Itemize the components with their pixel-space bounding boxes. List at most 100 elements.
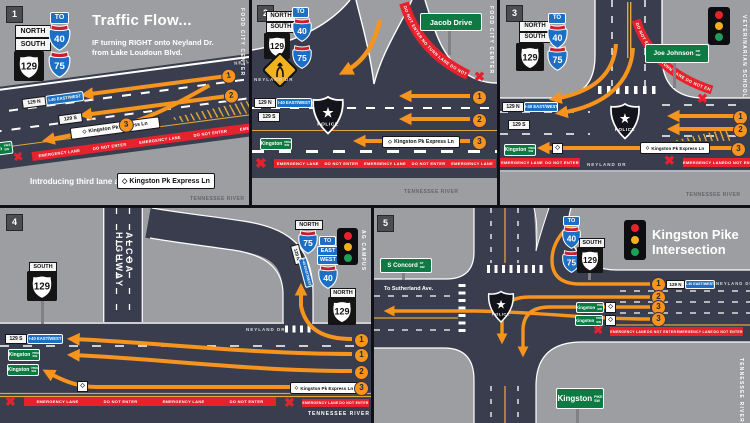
route-badge-3: 3 <box>651 312 666 327</box>
river-label: TENNESSEE RIVER <box>190 196 245 202</box>
emergency-lane-strip: EMERGENCY LANE DO NOT ENTER EMERGENCY LA… <box>24 397 276 406</box>
sign-post <box>673 60 676 88</box>
panel-number: 1 <box>6 6 23 23</box>
sign-post <box>588 272 591 280</box>
edge-label-food-city-center: FOOD CITY CENTER <box>488 6 494 75</box>
svg-text:75: 75 <box>303 238 313 248</box>
lane-sign-129n: 129 N <box>502 102 524 112</box>
panel-title-line2: Intersection <box>652 242 726 257</box>
merge-arrows-glyph <box>276 62 284 78</box>
i-40-shield: 40 <box>562 226 581 249</box>
kingston-pike-sign-large: Kingston PIKE SW <box>556 388 604 409</box>
sign-post <box>448 27 451 55</box>
route-badge-3: 3 <box>354 381 369 396</box>
route-badge-3: 3 <box>472 135 487 150</box>
s-concord-sign: S Concord ST SW <box>380 258 432 273</box>
no-entry-x-icon: ✖ <box>474 69 485 84</box>
kingston-label: Kingston <box>0 145 3 155</box>
svg-text:129: 129 <box>522 52 537 62</box>
svg-text:75: 75 <box>54 61 65 72</box>
kingston-label: Kingston <box>575 318 595 323</box>
kingston-pike-sign: Kingston PIKE SW <box>8 349 40 361</box>
svg-text:129: 129 <box>583 255 597 265</box>
star-icon: ★ <box>496 298 507 312</box>
kingston-label: Kingston <box>504 147 527 153</box>
street-suffix: ST SW <box>419 261 425 269</box>
us-129-shield: 129 <box>27 271 57 301</box>
us-129-shield: 129 <box>328 297 356 325</box>
neyland-road-band: NEYLAND DR 1 2 3 129 N I-40 EAST/WEST 12… <box>0 49 249 173</box>
do-not-enter-text: DO NOT ENTER <box>103 399 138 404</box>
police-badge: ★ POLICE <box>487 290 515 324</box>
route-badge-3: 3 <box>731 142 746 157</box>
river-label: TENNESSEE RIVER <box>308 411 370 417</box>
panel-2: DO NOT ENTER NO TURN LANE DO NOT ENTER 1… <box>252 0 497 205</box>
do-not-enter-text: DO NOT ENTER <box>229 399 264 404</box>
svg-text:40: 40 <box>323 273 333 283</box>
street-suffix: DR SW <box>695 49 701 57</box>
traffic-light-icon <box>708 7 730 45</box>
svg-text:40: 40 <box>297 26 307 36</box>
to-banner: TO <box>563 216 580 226</box>
street-name: S Concord <box>387 262 418 269</box>
emergency-lane-strip: EMERGENCY LANE DO NOT ENTER <box>500 158 580 167</box>
panel-number: 4 <box>6 214 23 231</box>
kingston-suffix: PIKE SW <box>3 142 12 152</box>
emergency-lane-text: EMERGENCY LANE <box>501 160 543 165</box>
hov-diamond-icon: ◇ <box>122 178 128 185</box>
lane-sign-i40-eastwest: I-40 EAST/WEST <box>524 102 558 112</box>
i-75-shield: 75 <box>48 51 71 78</box>
lane-sign-129s: 129 S <box>508 120 530 130</box>
edge-label-food-city-center: FOOD CITY CENTER <box>239 8 245 77</box>
route-badge-2: 2 <box>472 113 487 128</box>
panel-subtitle-line2: from Lake Loudoun Blvd. <box>92 48 183 57</box>
express-lane-label: Kingston Pk Express Ln <box>651 145 705 151</box>
kingston-pike-sign: Kingston PIKE SW <box>576 302 604 313</box>
emergency-lane-text: EMERGENCY LANE <box>451 161 494 166</box>
do-not-enter-text: DO NOT ENTER <box>646 329 677 334</box>
hov-diamond-icon: ◇ <box>645 145 650 150</box>
to-banner: TO <box>548 13 566 24</box>
us-129-shield: 129 <box>516 43 544 71</box>
do-not-enter-text: DO NOT ENTER <box>339 401 369 405</box>
panel-number: 3 <box>506 5 523 22</box>
hov-diamond-marker: ◇ <box>605 315 616 326</box>
edge-label-ag-campus: AG CAMPUS <box>360 230 366 272</box>
hov-diamond-icon: ◇ <box>294 385 299 390</box>
road-label-neyland: NEYLAND DR <box>254 77 294 82</box>
street-name: Jacob Drive <box>429 17 473 27</box>
svg-text:40: 40 <box>54 34 65 45</box>
kingston-suffix: PIKE SW <box>31 365 39 373</box>
kingston-label: Kingston <box>576 305 596 310</box>
do-not-enter-text: DO NOT ENTER <box>411 161 446 166</box>
hov-diamond-marker: ◇ <box>552 143 563 154</box>
kingston-suffix: PIKE SW <box>528 145 536 153</box>
emergency-lane-text: EMERGENCY LANE <box>364 161 406 166</box>
river-label: TENNESSEE RIVER <box>404 189 459 195</box>
river-label: TENNESSEE RIVER <box>686 192 741 198</box>
to-banner: TO <box>50 12 69 24</box>
express-lane-label: Kingston Pk Express Ln <box>129 177 210 185</box>
emergency-lane-text: EMERGENCY LANE <box>36 399 79 404</box>
edge-label-tennessee-river: TENNESSEE RIVER <box>738 358 744 423</box>
to-sutherland-label: To Sutherland Ave. <box>384 286 434 292</box>
kingston-pike-sign: Kingston PIKE SW <box>504 144 536 156</box>
us-129-shield: 129 <box>264 33 290 59</box>
no-entry-x-icon: ✖ <box>697 91 708 106</box>
lane-sign-129n: 129 N <box>254 98 276 108</box>
svg-text:129: 129 <box>334 306 349 316</box>
i-40-shield: 40 <box>547 24 568 49</box>
to-banner: TO <box>292 7 309 18</box>
sign-post <box>402 270 405 280</box>
emergency-lane-text: EMERGENCY LANE <box>676 329 713 334</box>
i-75-shield: 75 <box>547 46 568 71</box>
kingston-suffix: PIKE SW <box>594 394 603 403</box>
street-name: Joe Johnson <box>653 50 694 57</box>
hov-diamond-icon: ◇ <box>388 139 393 145</box>
svg-text:129: 129 <box>34 282 51 293</box>
emergency-lane-text: EMERGENCY LANE <box>302 401 339 405</box>
lane-sign-129s: 129 S <box>5 334 27 344</box>
edge-label-veterinarian-school: VETERINARIAN SCHOOL <box>741 15 747 99</box>
emergency-lane-strip: EMERGENCY LANE DO NOT ENTER EMERGENCY LA… <box>610 327 743 336</box>
